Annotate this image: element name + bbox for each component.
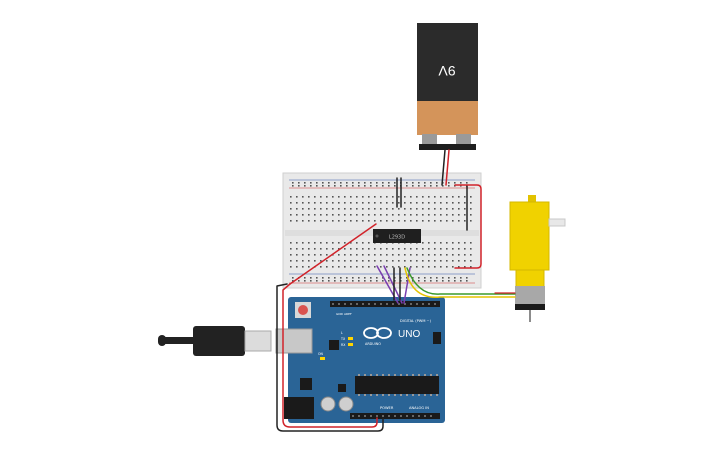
motor-body bbox=[515, 269, 545, 289]
digital-header bbox=[330, 301, 440, 307]
crystal bbox=[338, 384, 346, 392]
power-header-pins bbox=[352, 415, 432, 417]
usb-plug-body bbox=[193, 326, 245, 356]
gnd-label: GND bbox=[336, 312, 344, 316]
barrel-jack bbox=[284, 397, 314, 419]
capacitor-1 bbox=[320, 396, 336, 412]
digital-header-pins bbox=[332, 303, 436, 305]
usb-chip bbox=[329, 340, 339, 350]
motor-gearbox bbox=[509, 201, 550, 271]
wire-red-diagonal[interactable] bbox=[289, 223, 377, 285]
capacitor-2 bbox=[338, 396, 354, 412]
battery-terminal-left bbox=[422, 134, 437, 144]
icsp-header bbox=[433, 332, 441, 344]
usb-cable-wire bbox=[165, 337, 197, 344]
atmega-pins bbox=[358, 374, 438, 396]
dc-motor[interactable] bbox=[509, 195, 566, 322]
arduino-logo bbox=[363, 327, 392, 339]
rx-led bbox=[348, 343, 353, 346]
motor-top-cap bbox=[528, 195, 536, 202]
wires[interactable] bbox=[276, 149, 516, 432]
wire-battery-black[interactable] bbox=[441, 149, 446, 186]
motor-driver-chip[interactable]: L293D bbox=[373, 229, 421, 243]
reset-button[interactable] bbox=[298, 305, 308, 315]
arduino-uno-board[interactable]: UNO ARDUINO DIGITAL (PWM ~) POWER ANALOG… bbox=[275, 297, 445, 423]
wire-battery-red[interactable] bbox=[445, 149, 450, 186]
rx-label: RX bbox=[341, 343, 346, 347]
chip-notch bbox=[375, 234, 379, 238]
motor-shaft bbox=[548, 218, 566, 227]
battery-clip bbox=[419, 144, 476, 150]
battery-label: 9V bbox=[438, 63, 456, 79]
battery-9v[interactable]: 9V bbox=[417, 23, 478, 150]
battery-terminal-right bbox=[456, 134, 471, 144]
usb-cable-end bbox=[158, 335, 166, 346]
wire-purple-2[interactable] bbox=[383, 265, 403, 304]
motor-can bbox=[515, 286, 545, 304]
wire-motor-green[interactable] bbox=[406, 267, 516, 295]
brand-label: ARDUINO bbox=[365, 342, 381, 346]
tx-label: TX bbox=[340, 337, 346, 341]
tx-led bbox=[348, 337, 353, 340]
battery-band bbox=[417, 101, 478, 135]
usb-plug-metal bbox=[244, 330, 272, 352]
analog-label: ANALOG IN bbox=[409, 406, 429, 410]
regulator-chip bbox=[300, 378, 312, 390]
wire-red-right-loop[interactable] bbox=[454, 184, 482, 269]
wire-red-5v[interactable] bbox=[282, 283, 378, 428]
model-label: UNO bbox=[398, 329, 420, 340]
usb-cable[interactable] bbox=[158, 326, 272, 356]
power-label: POWER bbox=[380, 406, 394, 410]
on-led bbox=[320, 357, 325, 360]
aref-label: AREF bbox=[344, 312, 352, 316]
usb-b-port bbox=[275, 328, 313, 354]
chip-body bbox=[373, 229, 421, 243]
motor-endcap bbox=[515, 304, 545, 310]
chip-label: L293D bbox=[389, 235, 405, 241]
digital-label: DIGITAL (PWM ~) bbox=[400, 319, 432, 323]
on-led-label: ON bbox=[318, 352, 324, 356]
l-led-label: L bbox=[341, 331, 343, 335]
wire-motor-yellow[interactable] bbox=[404, 267, 516, 298]
battery-body bbox=[417, 23, 478, 101]
wire-black-gnd[interactable] bbox=[276, 283, 384, 432]
atmega-chip bbox=[355, 376, 439, 394]
